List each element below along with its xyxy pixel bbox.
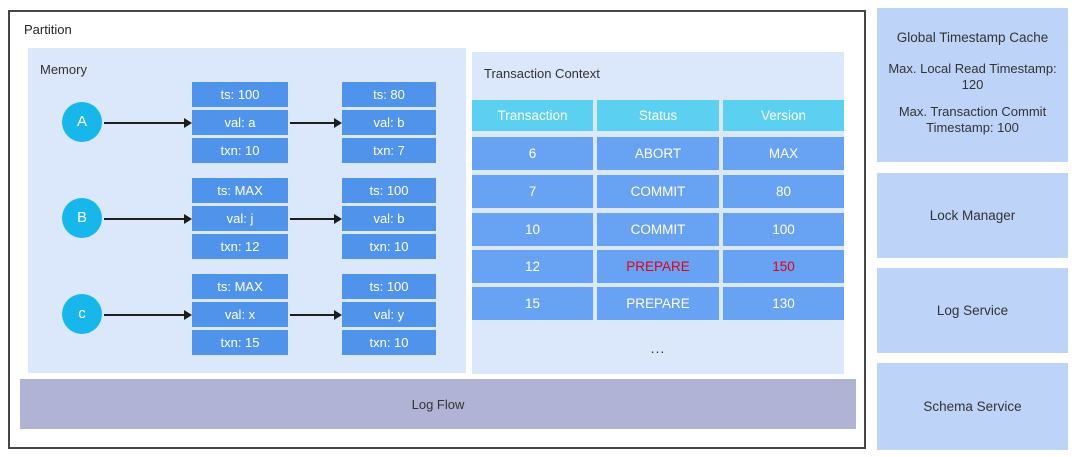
- table-cell: 12: [472, 250, 593, 283]
- table-ellipsis: ...: [650, 340, 666, 356]
- table-cell: 15: [472, 287, 593, 320]
- arrow-line: [104, 310, 192, 320]
- version-field-cell: val: b: [342, 110, 436, 135]
- partition-label: Partition: [24, 22, 72, 37]
- table-cell: 10: [472, 213, 593, 246]
- service-box-title: Log Service: [936, 303, 1009, 318]
- version-field-cell: val: b: [342, 206, 436, 231]
- version-field-cell: ts: 100: [342, 274, 436, 299]
- table-header-cell: Transaction: [472, 100, 593, 131]
- version-field-cell: val: a: [192, 110, 288, 135]
- version-field-cell: ts: MAX: [192, 178, 288, 203]
- arrow-line: [290, 118, 342, 128]
- log-flow-bar: Log Flow: [20, 379, 856, 429]
- version-field-cell: txn: 10: [192, 138, 288, 163]
- version-field-cell: val: j: [192, 206, 288, 231]
- table-cell: 100: [723, 213, 844, 246]
- table-cell: 7: [472, 175, 593, 208]
- table-cell: 80: [723, 175, 844, 208]
- service-box-log-service: Log Service: [877, 268, 1068, 353]
- table-cell: MAX: [723, 137, 844, 170]
- version-field-cell: txn: 12: [192, 234, 288, 259]
- arrow-line: [290, 214, 342, 224]
- table-cell: COMMIT: [597, 175, 719, 208]
- table-header-cell: Version: [723, 100, 844, 131]
- table-cell: 6: [472, 137, 593, 170]
- service-box-title: Global Timestamp Cache: [896, 30, 1049, 45]
- record-key-circle: B: [62, 198, 102, 238]
- table-cell: 150: [723, 250, 844, 283]
- arrow-line: [290, 310, 342, 320]
- service-box-schema-service: Schema Service: [877, 363, 1068, 450]
- service-box-lock-manager: Lock Manager: [877, 173, 1068, 258]
- transaction-context-title: Transaction Context: [484, 66, 600, 81]
- table-cell: ABORT: [597, 137, 719, 170]
- version-field-cell: ts: 80: [342, 82, 436, 107]
- version-field-cell: txn: 10: [342, 330, 436, 355]
- version-field-cell: txn: 7: [342, 138, 436, 163]
- version-field-cell: val: y: [342, 302, 436, 327]
- service-box-line: Max. Local Read Timestamp: 120: [888, 61, 1057, 93]
- arrow-line: [104, 214, 192, 224]
- version-field-cell: txn: 15: [192, 330, 288, 355]
- version-field-cell: val: x: [192, 302, 288, 327]
- memory-label: Memory: [40, 62, 87, 77]
- service-box-title: Schema Service: [923, 399, 1022, 414]
- version-field-cell: ts: 100: [342, 178, 436, 203]
- table-header-cell: Status: [597, 100, 719, 131]
- version-field-cell: ts: MAX: [192, 274, 288, 299]
- table-cell: PREPARE: [597, 250, 719, 283]
- service-box-title: Lock Manager: [929, 208, 1016, 223]
- version-field-cell: ts: 100: [192, 82, 288, 107]
- log-flow-label: Log Flow: [411, 396, 465, 412]
- table-cell: PREPARE: [597, 287, 719, 320]
- record-key-circle: c: [62, 294, 102, 334]
- version-field-cell: txn: 10: [342, 234, 436, 259]
- table-cell: 130: [723, 287, 844, 320]
- record-key-circle: A: [62, 102, 102, 142]
- arrow-line: [104, 118, 192, 128]
- service-box-line: Max. Transaction Commit Timestamp: 100: [898, 103, 1047, 135]
- table-cell: COMMIT: [597, 213, 719, 246]
